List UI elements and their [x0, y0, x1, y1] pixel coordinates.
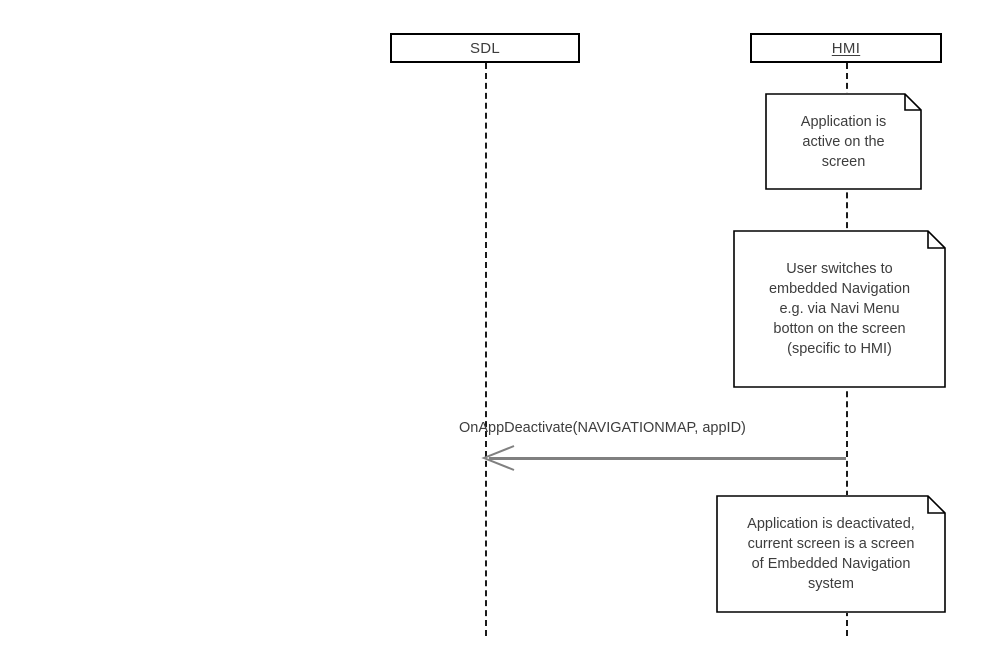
participant-hmi-label: HMI: [831, 39, 861, 57]
note-shape-icon: [765, 93, 922, 190]
participant-sdl[interactable]: SDL: [390, 33, 580, 63]
message-on-app-deactivate-label: OnAppDeactivate(NAVIGATIONMAP, appID): [459, 420, 746, 436]
note-shape-icon: [733, 230, 946, 388]
participant-sdl-label: SDL: [469, 39, 501, 57]
note-app-deactivated[interactable]: Application is deactivated, current scre…: [716, 495, 946, 613]
note-user-switches-text: User switches to embedded Navigation e.g…: [768, 261, 911, 357]
participant-hmi[interactable]: HMI: [750, 33, 942, 63]
note-shape-icon: [716, 495, 946, 613]
message-on-app-deactivate-line: [489, 457, 846, 460]
note-app-active-text: Application is active on the screen: [800, 113, 887, 170]
note-user-switches[interactable]: User switches to embedded Navigation e.g…: [733, 230, 946, 388]
note-app-active[interactable]: Application is active on the screen: [765, 93, 922, 190]
note-app-deactivated-text: Application is deactivated, current scre…: [747, 516, 915, 592]
lifeline-sdl: [485, 63, 487, 636]
